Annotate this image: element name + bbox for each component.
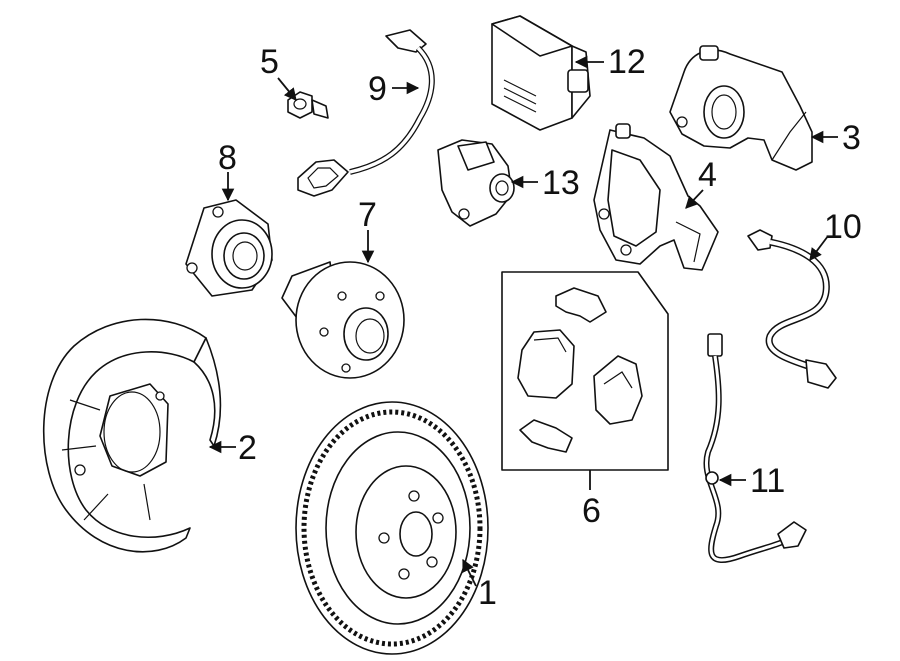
callout-5: 5 [260,43,279,81]
callout-12: 12 [608,43,646,81]
callout-1: 1 [478,574,497,612]
callout-9: 9 [368,70,387,108]
pad-kit-part [501,271,669,471]
bolt-part [287,91,329,119]
callout-13: 13 [542,164,580,202]
brake-hose-part [747,229,837,389]
callout-7: 7 [358,196,377,234]
caliper-part [669,45,813,171]
leader-10 [809,235,829,262]
leader-5 [277,77,297,101]
wheel-bearing-part [185,199,273,297]
wear-sensor-part [297,29,435,197]
control-module-part [491,15,591,131]
callout-4: 4 [698,156,717,194]
caliper-carrier-part [593,123,719,271]
leader-4 [685,189,704,209]
wheel-hub-part [281,261,405,379]
dust-shield-part [42,318,222,553]
callout-2: 2 [238,429,257,467]
callout-6: 6 [582,492,601,530]
callout-11: 11 [750,462,785,500]
callout-3: 3 [842,119,861,157]
brake-motor-part [437,139,515,227]
callout-labels: 1 2 3 4 5 6 7 8 9 10 11 12 13 [218,43,862,612]
leader-lines [208,55,838,587]
callout-10: 10 [824,208,862,246]
brake-rotor-part [295,401,489,655]
abs-sensor-part [703,333,807,564]
leader-1 [462,558,477,587]
callout-8: 8 [218,139,237,177]
